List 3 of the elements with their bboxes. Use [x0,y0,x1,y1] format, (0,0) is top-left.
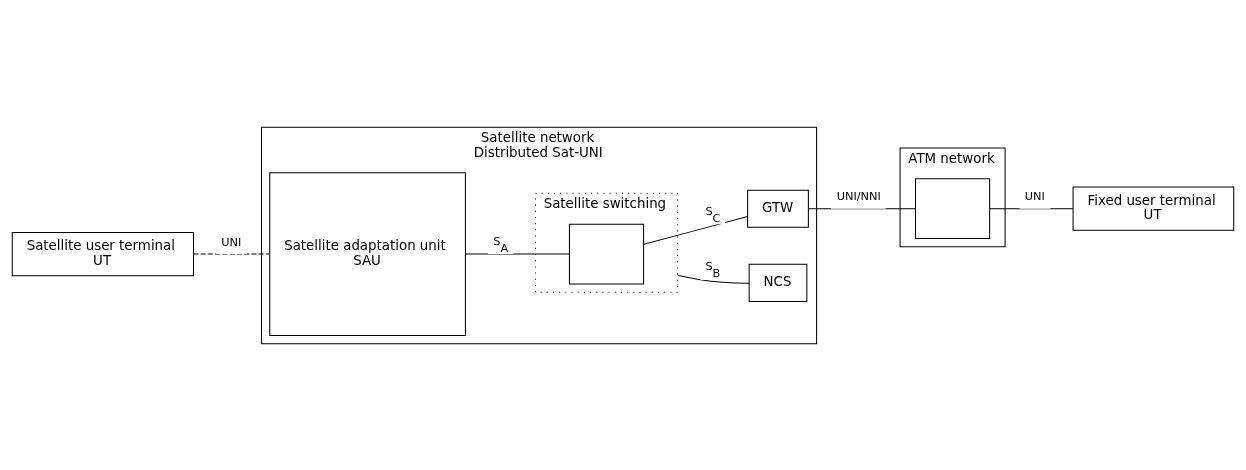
edge-label: UNI/NNI [836,188,881,203]
edge-label: UNI [221,234,242,249]
edge-label: UNI [1024,188,1045,203]
